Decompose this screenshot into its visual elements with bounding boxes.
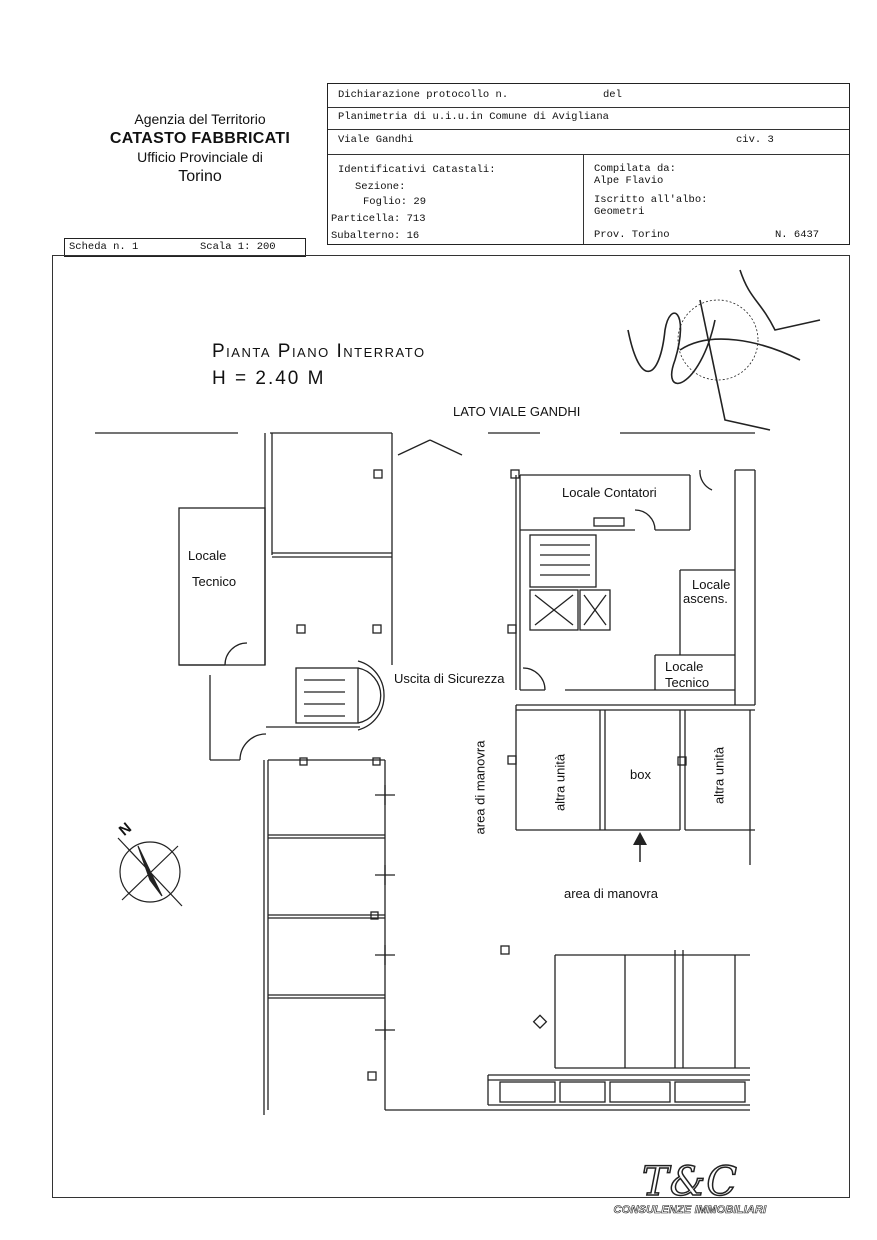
compilata-label: Compilata da: (594, 163, 676, 175)
scala-label: Scala 1: 200 (200, 241, 276, 253)
particella-label: Particella: 713 (331, 213, 426, 225)
plan-title: Pianta Piano Interrato (212, 341, 426, 362)
locale-ascens-label-1: Locale (692, 577, 731, 592)
locale-tecnico2-label-1: Locale (665, 659, 704, 674)
area-manovra-vertical-label: area di manovra (472, 740, 488, 835)
compilatore-name: Alpe Flavio (594, 175, 664, 187)
plan-frame (52, 255, 850, 1198)
agency-heading: Agenzia del Territorio CATASTO FABBRICAT… (85, 110, 315, 186)
logo-mark: T&C (641, 1159, 738, 1205)
scheda-box: Scheda n. 1 Scala 1: 200 (64, 238, 306, 257)
plan-height: H = 2.40 M (212, 368, 326, 389)
area-manovra-label: area di manovra (564, 886, 658, 901)
prov-label: Prov. Torino (594, 229, 670, 241)
dichiarazione-label: Dichiarazione protocollo n. (338, 89, 509, 101)
sezione-label: Sezione: (355, 181, 406, 193)
tc-logo: T&C CONSULENZE IMMOBILIARI (590, 1159, 790, 1217)
address-label: Viale Gandhi (338, 134, 414, 146)
signature-strokes (627, 269, 821, 431)
logo-subtitle: CONSULENZE IMMOBILIARI (613, 1204, 767, 1217)
uscita-sicurezza-label: Uscita di Sicurezza (394, 671, 505, 686)
identificativi-label: Identificativi Catastali: (338, 164, 496, 176)
iscritto-label: Iscritto all'albo: (594, 194, 708, 206)
cadastral-header-box: Dichiarazione protocollo n. del Planimet… (327, 83, 850, 245)
subalterno-label: Subalterno: 16 (331, 230, 420, 242)
altra-unita-label-2: altra unità (711, 746, 727, 805)
locale-tecnico-label-1: Locale (188, 548, 227, 563)
albo-value: Geometri (594, 206, 645, 218)
foglio-label: Foglio: 29 (363, 196, 427, 208)
scheda-label: Scheda n. 1 (69, 241, 139, 253)
locale-tecnico-label-2: Tecnico (192, 574, 237, 589)
locale-tecnico2-label-2: Tecnico (665, 675, 710, 690)
agency-name: Agenzia del Territorio (134, 111, 266, 127)
locale-ascens-label-2: ascens. (683, 591, 728, 606)
altra-unita-label-1: altra unità (552, 753, 568, 812)
compass-icon (117, 837, 183, 907)
ufficio-city: Torino (178, 168, 222, 185)
planimetria-label: Planimetria di u.i.u.in Comune di Avigli… (338, 111, 609, 123)
catasto-title: CATASTO FABBRICATI (109, 130, 291, 147)
civico-label: civ. 3 (736, 134, 774, 146)
box-label: box (630, 767, 651, 782)
street-label: LATO VIALE GANDHI (453, 404, 581, 419)
locale-contatori-label: Locale Contatori (562, 485, 657, 500)
del-label: del (603, 89, 622, 101)
numero-label: N. 6437 (775, 229, 820, 241)
ufficio-label: Ufficio Provinciale di (137, 149, 263, 165)
